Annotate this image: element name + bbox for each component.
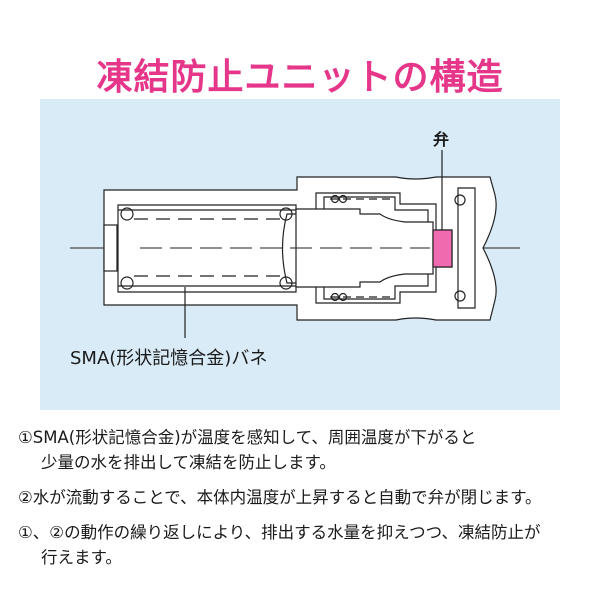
note-1-line-1: ①SMA(形状記憶合金)が温度を感知して、周囲温度が下がると bbox=[18, 428, 477, 447]
note-3: ①、②の動作の繰り返しにより、排出する水量を抑えつつ、凍結防止が 行えます。 bbox=[18, 520, 593, 570]
note-2-line-1: ②水が流動することで、本体内温度が上昇すると自動で弁が閉じます。 bbox=[18, 488, 542, 507]
note-3-line-1: ①、②の動作の繰り返しにより、排出する水量を抑えつつ、凍結防止が bbox=[18, 523, 541, 542]
page-title: 凍結防止ユニットの構造 bbox=[96, 57, 504, 98]
note-2: ②水が流動することで、本体内温度が上昇すると自動で弁が閉じます。 bbox=[18, 485, 593, 510]
valve-label: 弁 bbox=[433, 130, 450, 149]
note-3-line-2: 行えます。 bbox=[41, 548, 122, 567]
sma-spring-label: SMA(形状記憶合金)バネ bbox=[70, 348, 268, 369]
note-1: ①SMA(形状記憶合金)が温度を感知して、周囲温度が下がると 少量の水を排出して… bbox=[18, 425, 593, 475]
valve bbox=[432, 229, 453, 268]
notes: ①SMA(形状記憶合金)が温度を感知して、周囲温度が下がると 少量の水を排出して… bbox=[18, 425, 593, 580]
note-1-line-2: 少量の水を排出して凍結を防止します。 bbox=[41, 453, 336, 472]
sma-spring bbox=[134, 218, 285, 277]
